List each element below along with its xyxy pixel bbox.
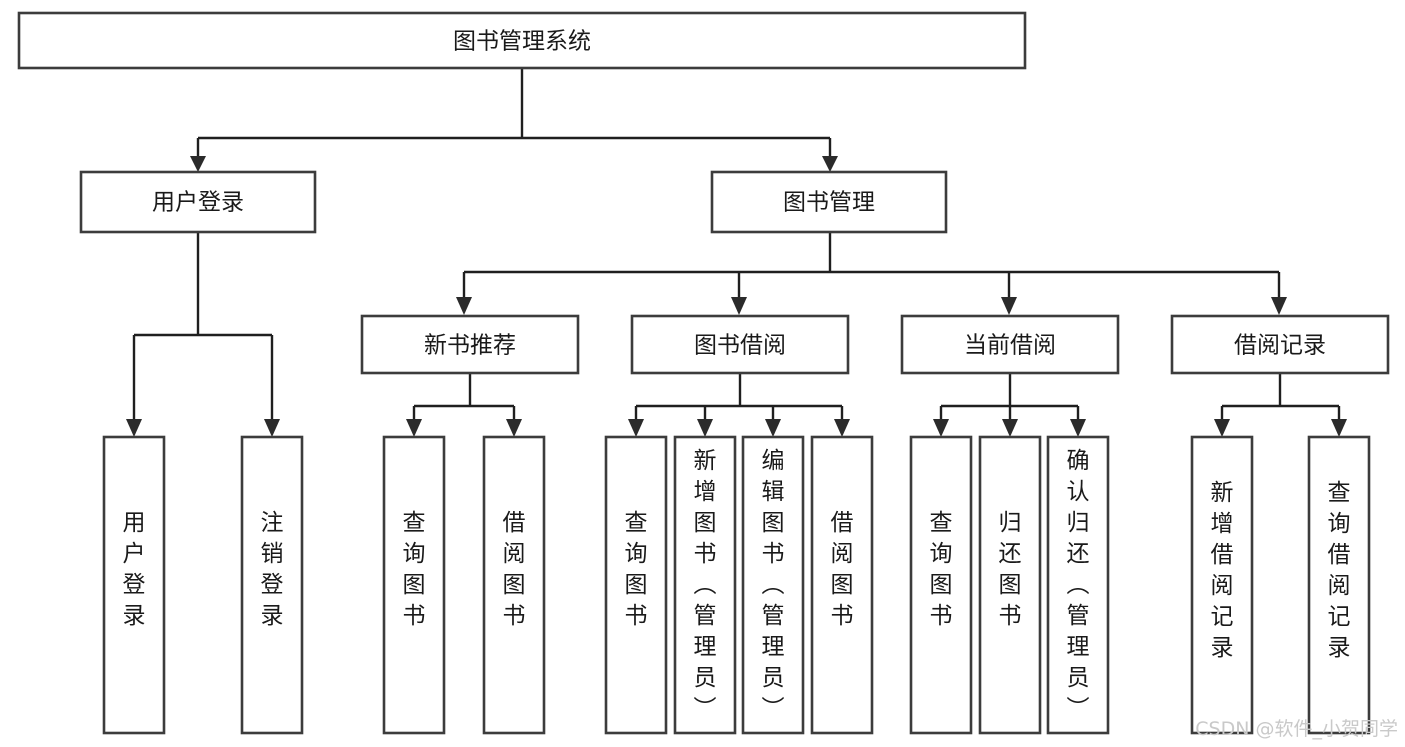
leaf-record-add[interactable]: 新增借阅记录 xyxy=(1190,435,1254,735)
node-borrow-record[interactable]: 借阅记录 xyxy=(1170,314,1390,375)
arrow-current-leaf-1 xyxy=(933,419,949,437)
leaf-current-query-book[interactable]: 查询图书 xyxy=(909,435,973,735)
borrow-record-label: 借阅记录 xyxy=(1234,333,1326,359)
arrow-bookmgmt-child-2 xyxy=(731,297,747,315)
leaf-current-return-book-label: 归还图书 xyxy=(999,510,1022,629)
leaf-logout-label: 注销登录 xyxy=(261,510,284,629)
leaf-borrow-query-book-label: 查询图书 xyxy=(625,510,648,629)
arrow-bookmgmt-child-1 xyxy=(456,297,472,315)
arrow-record-leaf-2 xyxy=(1331,419,1347,437)
leaf-recommend-borrow-book-label: 借阅图书 xyxy=(503,510,526,629)
leaf-user-login[interactable]: 用户登录 xyxy=(102,435,166,735)
user-login-label: 用户登录 xyxy=(152,190,244,216)
arrow-record-leaf-1 xyxy=(1214,419,1230,437)
leaf-record-query[interactable]: 查询借阅记录 xyxy=(1307,435,1371,735)
leaf-user-login-box[interactable] xyxy=(102,435,166,735)
arrow-borrow-leaf-3 xyxy=(765,419,781,437)
leaf-borrow-add-book-label: 新增图书︵管理员︶ xyxy=(694,448,717,722)
arrow-root-to-bookmgmt xyxy=(822,156,838,172)
leaf-borrow-add-book-box[interactable] xyxy=(673,435,737,735)
leaf-current-return-book[interactable]: 归还图书 xyxy=(978,435,1042,735)
node-book-management[interactable]: 图书管理 xyxy=(710,170,948,234)
leaf-current-query-book-box[interactable] xyxy=(909,435,973,735)
leaf-borrow-edit-book[interactable]: 编辑图书︵管理员︶ xyxy=(741,435,805,735)
leaf-borrow-borrow-book[interactable]: 借阅图书 xyxy=(810,435,874,735)
leaf-current-query-book-label: 查询图书 xyxy=(930,510,953,629)
node-user-login[interactable]: 用户登录 xyxy=(79,170,317,234)
leaf-logout[interactable]: 注销登录 xyxy=(240,435,304,735)
book-management-box[interactable] xyxy=(710,170,948,234)
leaf-borrow-edit-book-label: 编辑图书︵管理员︶ xyxy=(762,448,785,722)
leaf-borrow-borrow-book-box[interactable] xyxy=(810,435,874,735)
new-book-recommend-box[interactable] xyxy=(360,314,580,375)
leaf-current-confirm-return-label: 确认归还︵管理员︶ xyxy=(1067,448,1090,722)
book-management-label: 图书管理 xyxy=(783,190,875,216)
leaf-borrow-add-book[interactable]: 新增图书︵管理员︶ xyxy=(673,435,737,735)
node-root[interactable]: 图书管理系统 xyxy=(17,11,1027,70)
leaf-record-add-box[interactable] xyxy=(1190,435,1254,735)
leaf-recommend-borrow-book[interactable]: 借阅图书 xyxy=(482,435,546,735)
leaf-recommend-query-book-label: 查询图书 xyxy=(403,510,426,629)
borrow-record-box[interactable] xyxy=(1170,314,1390,375)
leaf-record-add-label: 新增借阅记录 xyxy=(1211,480,1234,661)
user-login-box[interactable] xyxy=(79,170,317,234)
root-label: 图书管理系统 xyxy=(453,29,591,55)
arrow-root-to-login xyxy=(190,156,206,172)
csdn-watermark: CSDN @软件_小贺同学 xyxy=(1195,718,1398,740)
leaf-current-confirm-return[interactable]: 确认归还︵管理员︶ xyxy=(1046,435,1110,735)
current-borrow-label: 当前借阅 xyxy=(964,333,1056,359)
new-book-recommend-label: 新书推荐 xyxy=(424,333,516,359)
root-box[interactable] xyxy=(17,11,1027,70)
leaf-current-confirm-return-box[interactable] xyxy=(1046,435,1110,735)
leaf-borrow-edit-book-box[interactable] xyxy=(741,435,805,735)
arrow-borrow-leaf-1 xyxy=(628,419,644,437)
leaf-user-login-label: 用户登录 xyxy=(123,510,146,629)
leaf-borrow-query-book[interactable]: 查询图书 xyxy=(604,435,668,735)
node-current-borrow[interactable]: 当前借阅 xyxy=(900,314,1120,375)
connector-layer xyxy=(126,68,1347,437)
arrow-login-leaf-2 xyxy=(264,419,280,437)
book-borrow-box[interactable] xyxy=(630,314,850,375)
arrow-bookmgmt-child-3 xyxy=(1001,297,1017,315)
arrow-borrow-leaf-2 xyxy=(697,419,713,437)
book-borrow-label: 图书借阅 xyxy=(694,333,786,359)
current-borrow-box[interactable] xyxy=(900,314,1120,375)
arrow-recommend-leaf-1 xyxy=(406,419,422,437)
arrow-recommend-leaf-2 xyxy=(506,419,522,437)
leaf-record-query-box[interactable] xyxy=(1307,435,1371,735)
leaf-logout-box[interactable] xyxy=(240,435,304,735)
leaf-current-return-book-box[interactable] xyxy=(978,435,1042,735)
node-new-book-recommend[interactable]: 新书推荐 xyxy=(360,314,580,375)
leaf-record-query-label: 查询借阅记录 xyxy=(1328,480,1351,661)
leaf-recommend-query-book-box[interactable] xyxy=(382,435,446,735)
leaf-borrow-borrow-book-label: 借阅图书 xyxy=(831,510,854,629)
arrow-current-leaf-3 xyxy=(1070,419,1086,437)
node-book-borrow[interactable]: 图书借阅 xyxy=(630,314,850,375)
arrow-current-leaf-2 xyxy=(1002,419,1018,437)
arrow-bookmgmt-child-4 xyxy=(1271,297,1287,315)
leaf-recommend-borrow-book-box[interactable] xyxy=(482,435,546,735)
leaf-borrow-query-book-box[interactable] xyxy=(604,435,668,735)
arrow-login-leaf-1 xyxy=(126,419,142,437)
arrow-borrow-leaf-4 xyxy=(834,419,850,437)
leaf-recommend-query-book[interactable]: 查询图书 xyxy=(382,435,446,735)
